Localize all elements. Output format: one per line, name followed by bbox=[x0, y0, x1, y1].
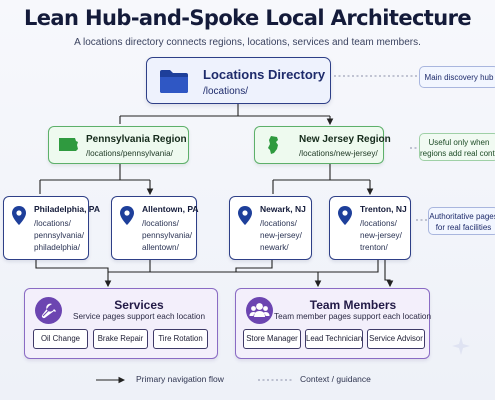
service-chip: Tire Rotation bbox=[153, 329, 208, 349]
region-path: /locations/pennsylvania/ bbox=[86, 149, 173, 158]
location-title: Philadelphia, PA bbox=[34, 204, 100, 214]
service-chip: Brake Repair bbox=[93, 329, 148, 349]
location-note-line2: for real facilities bbox=[435, 223, 492, 232]
map-pin-icon bbox=[120, 206, 134, 225]
path-line: /locations/ bbox=[142, 219, 179, 228]
location-card-philadelphia: Philadelphia, PA /locations/ pennsylvani… bbox=[3, 196, 100, 260]
region-title: Pennsylvania Region bbox=[86, 134, 187, 145]
path-line: newark/ bbox=[260, 243, 289, 252]
region-note: Useful only when regions add real contex… bbox=[419, 133, 495, 161]
region-note-line2: regions add real context bbox=[420, 149, 495, 158]
nj-region-connector bbox=[272, 163, 370, 194]
locations-directory-hub: Locations Directory /locations/ bbox=[146, 57, 331, 104]
path-line: new-jersey/ bbox=[260, 231, 302, 240]
team-chip: Store Manager bbox=[243, 329, 301, 349]
map-pin-icon bbox=[238, 206, 252, 225]
locations-to-groups-connector bbox=[35, 260, 391, 286]
services-subtitle: Service pages support each location bbox=[73, 312, 205, 321]
location-card-allentown: Allentown, PA /locations/ pennsylvania/ … bbox=[111, 196, 199, 260]
location-path: /locations/ new-jersey/ trenton/ bbox=[360, 218, 402, 254]
new-jersey-map-icon bbox=[268, 136, 278, 154]
location-title: Allentown, PA bbox=[142, 204, 199, 214]
team-members-group: Team Members Team member pages support e… bbox=[235, 288, 432, 359]
path-line: pennsylvania/ bbox=[34, 231, 85, 240]
region-note-line1: Useful only when bbox=[428, 138, 490, 147]
diagram-title: Lean Hub-and-Spoke Local Architecture bbox=[24, 6, 472, 30]
service-chip: Oil Change bbox=[33, 329, 88, 349]
location-card-newark: Newark, NJ /locations/ new-jersey/ newar… bbox=[229, 196, 312, 260]
region-path: /locations/new-jersey/ bbox=[299, 149, 378, 158]
services-title: Services bbox=[114, 298, 164, 312]
pennsylvania-map-icon bbox=[59, 138, 78, 151]
region-title: New Jersey Region bbox=[299, 134, 391, 145]
map-pin-icon bbox=[338, 206, 352, 225]
map-pin-icon bbox=[12, 206, 26, 225]
location-title: Newark, NJ bbox=[260, 204, 306, 214]
path-line: /locations/ bbox=[360, 219, 397, 228]
path-line: philadelphia/ bbox=[34, 243, 80, 252]
location-card-trenton: Trenton, NJ /locations/ new-jersey/ tren… bbox=[329, 196, 411, 260]
location-path: /locations/ pennsylvania/ allentown/ bbox=[142, 218, 192, 254]
location-note: Authoritative pages for real facilities bbox=[428, 207, 495, 235]
path-line: /locations/ bbox=[34, 219, 71, 228]
legend-context-label: Context / guidance bbox=[300, 374, 371, 384]
people-icon bbox=[246, 297, 273, 324]
hub-note: Main discovery hub bbox=[419, 66, 495, 88]
services-group: Services Service pages support each loca… bbox=[24, 288, 218, 359]
sparkle-icon bbox=[452, 337, 470, 355]
hub-path: /locations/ bbox=[203, 86, 249, 97]
location-path: /locations/ new-jersey/ newark/ bbox=[260, 218, 302, 254]
location-title: Trenton, NJ bbox=[360, 204, 407, 214]
path-line: allentown/ bbox=[142, 243, 179, 252]
team-chip: Service Advisor bbox=[367, 329, 425, 349]
path-line: /locations/ bbox=[260, 219, 297, 228]
path-line: pennsylvania/ bbox=[142, 231, 193, 240]
path-line: new-jersey/ bbox=[360, 231, 402, 240]
path-line: trenton/ bbox=[360, 243, 388, 252]
hub-title: Locations Directory bbox=[203, 67, 326, 82]
team-title: Team Members bbox=[309, 298, 397, 312]
pa-region-connector bbox=[39, 163, 150, 194]
team-subtitle: Team member pages support each location bbox=[274, 312, 432, 321]
wrench-icon bbox=[35, 297, 62, 324]
location-path: /locations/ pennsylvania/ philadelphia/ bbox=[34, 218, 84, 254]
location-note-line1: Authoritative pages bbox=[429, 212, 495, 221]
region-pennsylvania: Pennsylvania Region /locations/pennsylva… bbox=[48, 126, 189, 164]
team-chip: Lead Technician bbox=[305, 329, 363, 349]
hub-to-regions-connector bbox=[119, 104, 330, 124]
folder-icon bbox=[160, 70, 188, 93]
diagram-subtitle: A locations directory connects regions, … bbox=[74, 37, 421, 48]
region-new-jersey: New Jersey Region /locations/new-jersey/ bbox=[254, 126, 391, 164]
legend-primary-label: Primary navigation flow bbox=[136, 374, 224, 384]
